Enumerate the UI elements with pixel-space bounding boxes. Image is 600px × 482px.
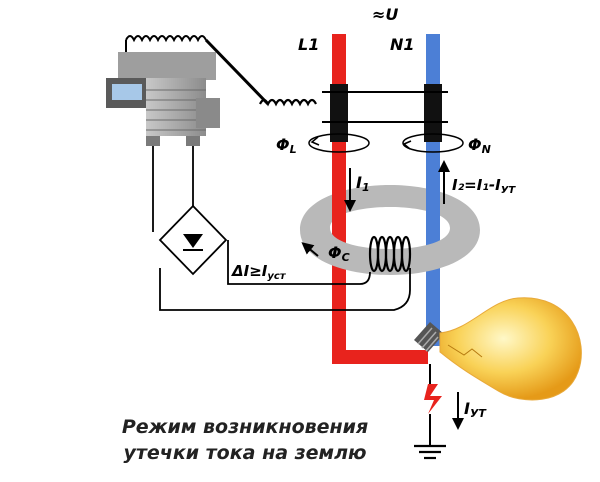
flux-n-label: ΦN	[468, 135, 491, 156]
flux-arrow-c	[301, 242, 319, 257]
relay-mechanism	[106, 35, 317, 146]
delta-current-label: ΔI≥Iуст	[231, 262, 287, 282]
flux-arrow-l	[310, 136, 320, 146]
secondary-coil	[368, 235, 412, 273]
ground-path	[414, 364, 446, 460]
phase-label: L1	[298, 35, 319, 54]
leakage-current-label: IУТ	[464, 399, 487, 420]
neutral-contact	[424, 84, 442, 142]
flux-loop-l	[308, 133, 370, 153]
flux-loop-n	[402, 133, 464, 153]
lamp	[414, 297, 582, 401]
caption-line-2: утечки тока на землю	[123, 442, 367, 464]
current-i2-label: I₂=I₁-IУТ	[452, 176, 516, 196]
neutral-label: N1	[390, 35, 415, 54]
rectifier-bridge	[158, 204, 228, 276]
supply-label: ≈U	[372, 5, 398, 24]
flux-c-label: ΦC	[328, 243, 350, 264]
current-i1-label: I1	[356, 173, 370, 194]
flux-arrow-n	[402, 140, 412, 150]
control-wiring	[152, 146, 411, 311]
toroid-core	[300, 184, 480, 275]
flux-l-label: ΦL	[276, 135, 297, 156]
caption-line-1: Режим возникновения	[121, 416, 369, 438]
phase-contact	[330, 84, 348, 142]
